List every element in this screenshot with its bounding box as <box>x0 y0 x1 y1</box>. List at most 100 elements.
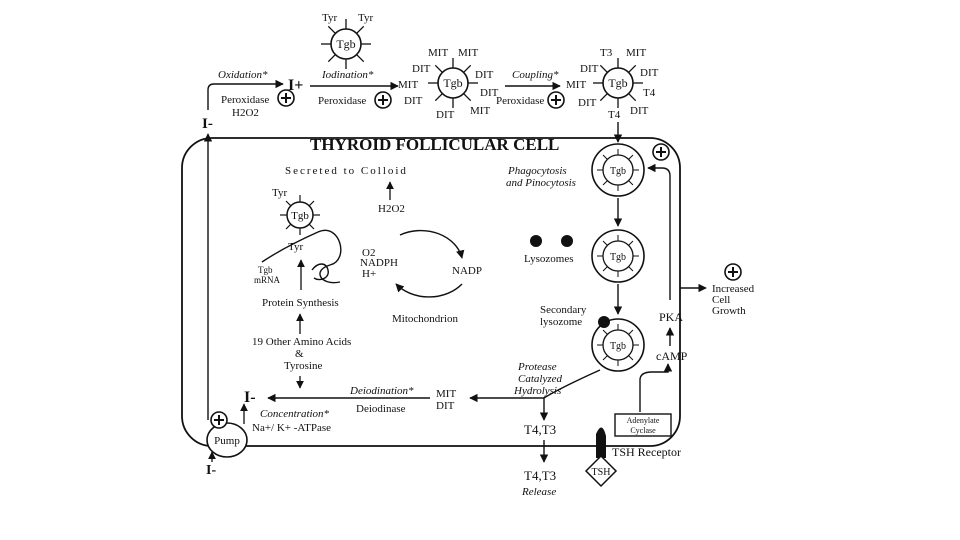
plus-icon <box>277 89 295 107</box>
cell-membrane <box>181 137 681 447</box>
protease-label-1: Protease <box>517 361 557 373</box>
tyr-a-label: Tyr <box>272 187 287 199</box>
protease-label-2: Catalyzed <box>518 373 562 385</box>
tsh-receptor-label: TSH Receptor <box>612 445 681 459</box>
lysosome-fusion-dot <box>598 316 610 328</box>
mit-label: MIT <box>436 388 456 400</box>
tgb-iodinated: Tgb <box>428 58 478 108</box>
tgb-mrna-label-1: Tgb <box>258 265 273 275</box>
plus-icon <box>547 91 565 109</box>
tsh-receptor <box>596 427 606 458</box>
oxidation-arrow <box>207 79 284 110</box>
nadph-label: NADPH <box>360 257 398 269</box>
plus-icon <box>724 263 742 281</box>
svg-text:MIT: MIT <box>470 105 490 117</box>
iodination-label: Iodination* <box>321 69 374 81</box>
cyclase-to-camp-arrow <box>639 363 673 412</box>
svg-text:DIT: DIT <box>480 87 499 99</box>
nadph-cycle-top <box>399 229 465 259</box>
coupled-residue-labels: T3 MIT DIT DIT MIT T4 DIT T4 DIT <box>566 47 659 121</box>
tyr-label-2: Tyr <box>358 12 373 24</box>
coupling-label: Coupling* <box>512 69 559 81</box>
tsh-label: TSH <box>592 467 611 478</box>
tgb-new: Tgb <box>280 195 320 235</box>
peroxidase-label-3: Peroxidase <box>496 95 544 107</box>
increased-label-3: Growth <box>712 305 746 317</box>
adenylate-label-1: Adenylate <box>627 416 660 425</box>
deiodinase-label: Deiodinase <box>356 403 406 415</box>
camp-label: cAMP <box>656 349 688 363</box>
ribosome <box>311 263 329 281</box>
atpase-label: Na+/ K+ -ATPase <box>252 422 331 434</box>
iodide-bottom-label: I- <box>206 463 216 478</box>
h2o2-label: H2O2 <box>232 107 259 119</box>
svg-text:T4: T4 <box>643 87 656 99</box>
o2-label: O2 <box>362 247 375 259</box>
tgb-label: Tgb <box>336 37 355 51</box>
tgb-mrna-label-2: mRNA <box>254 275 281 285</box>
pka-label: PKA <box>659 310 683 324</box>
t4t3-outer-label: T4,T3 <box>524 468 556 483</box>
mitochondrion-label: Mitochondrion <box>392 313 458 325</box>
adenylate-label-2: Cyclase <box>630 426 656 435</box>
peroxidase-label-1: Peroxidase <box>221 94 269 106</box>
nadp-label: NADP <box>452 265 482 277</box>
tsh-ligand: TSH <box>584 454 618 488</box>
protease-label-3: Hydrolysis <box>513 385 561 397</box>
pump: Pump <box>206 422 248 458</box>
release-label: Release <box>521 486 556 498</box>
adenylate-cyclase: Adenylate Cyclase <box>614 413 672 437</box>
svg-text:DIT: DIT <box>412 63 431 75</box>
iodide-inner-label: I- <box>244 389 256 406</box>
amino-acids-label-2: & <box>295 348 304 360</box>
endocytic-vesicle: Tgb <box>591 143 645 197</box>
svg-text:Tgb: Tgb <box>610 166 626 177</box>
peroxidase-label-2: Peroxidase <box>318 95 366 107</box>
svg-text:Tgb: Tgb <box>608 76 627 90</box>
plus-icon <box>652 143 670 161</box>
lysosome-dot <box>561 235 573 247</box>
protein-synthesis-label: Protein Synthesis <box>262 297 339 309</box>
deiodination-label: Deiodination* <box>349 385 414 397</box>
concentration-label: Concentration* <box>260 408 330 420</box>
plus-icon <box>374 91 392 109</box>
svg-text:Tgb: Tgb <box>443 76 462 90</box>
svg-text:MIT: MIT <box>428 47 448 59</box>
svg-text:DIT: DIT <box>475 69 494 81</box>
svg-text:Tgb: Tgb <box>610 341 626 352</box>
plus-icon <box>210 411 228 429</box>
iodine-plus-label: I+ <box>288 77 303 94</box>
svg-text:DIT: DIT <box>580 63 599 75</box>
increased-label-1: Increased <box>712 283 755 295</box>
hydrolysis-arrow <box>539 369 601 421</box>
svg-text:MIT: MIT <box>626 47 646 59</box>
amino-acids-label-3: Tyrosine <box>284 360 322 372</box>
tyr-label-1: Tyr <box>322 12 337 24</box>
cell-title: THYROID FOLLICULAR CELL <box>310 135 559 154</box>
tgb-coupled: Tgb <box>593 58 643 108</box>
vesicle-2: Tgb <box>591 229 645 283</box>
dit-label: DIT <box>436 400 455 412</box>
svg-text:DIT: DIT <box>436 109 455 121</box>
hplus-label: H+ <box>362 268 376 280</box>
cell-h2o2-label: H2O2 <box>378 203 405 215</box>
svg-text:Tgb: Tgb <box>610 252 626 263</box>
svg-text:MIT: MIT <box>398 79 418 91</box>
pump-label: Pump <box>214 435 240 447</box>
increased-label-2: Cell <box>712 294 730 306</box>
tgb-unmodified: Tgb <box>321 19 371 69</box>
oxidation-label: Oxidation* <box>218 69 268 81</box>
secondary-label-2: lysozome <box>540 316 582 328</box>
phago-label-1: Phagocytosis <box>507 165 567 177</box>
pka-to-endocytosis-arrow <box>647 163 671 300</box>
secondary-lysosome: Tgb <box>591 318 645 372</box>
secreted-label: Secreted to Colloid <box>285 165 408 177</box>
svg-text:DIT: DIT <box>630 105 649 117</box>
svg-text:T3: T3 <box>600 47 613 59</box>
svg-text:Tgb: Tgb <box>291 210 309 222</box>
svg-text:MIT: MIT <box>566 79 586 91</box>
amino-acids-label-1: 19 Other Amino Acids <box>252 336 351 348</box>
lysosome-dot <box>530 235 542 247</box>
svg-text:DIT: DIT <box>640 67 659 79</box>
